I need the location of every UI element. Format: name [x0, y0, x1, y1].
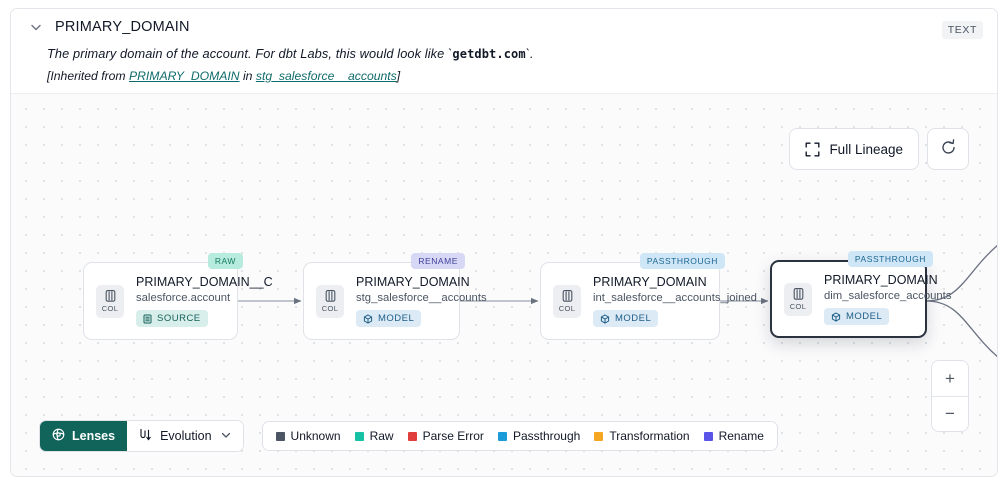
column-description: The primary domain of the account. For d… — [47, 46, 983, 61]
column-icon: COL — [553, 284, 581, 318]
legend-label: Parse Error — [422, 429, 484, 443]
node-kind-label: MODEL — [615, 313, 652, 324]
status-badge: TEXT — [941, 21, 983, 39]
node-kind-label: MODEL — [378, 313, 415, 324]
inherited-from-line: [Inherited from PRIMARY_DOMAIN in stg_sa… — [47, 69, 983, 83]
legend-item-passthrough[interactable]: Passthrough — [497, 429, 581, 443]
node-kind-badge: SOURCE — [136, 310, 208, 327]
column-icon: COL — [96, 284, 124, 318]
lineage-canvas[interactable]: Full Lineage RAW COL PR — [11, 93, 997, 476]
node-body: PRIMARY_DOMAIN__C salesforce.account SOU… — [136, 275, 273, 327]
lineage-legend: Unknown Raw Parse Error Passthrough Tran… — [261, 421, 778, 451]
node-body: PRIMARY_DOMAIN int_salesforce__accounts_… — [593, 275, 757, 327]
header-title-row: PRIMARY_DOMAIN — [29, 19, 983, 35]
zoom-in-button[interactable]: + — [932, 361, 968, 396]
lineage-node-selected[interactable]: PASSTHROUGH COL PRIMARY_DOMAIN dim_sales… — [770, 251, 952, 338]
node-title: PRIMARY_DOMAIN — [356, 275, 470, 289]
refresh-button[interactable] — [927, 128, 969, 170]
legend-swatch — [354, 431, 364, 441]
legend-label: Passthrough — [512, 429, 581, 443]
legend-item-parse-error[interactable]: Parse Error — [407, 429, 484, 443]
lineage-node[interactable]: PASSTHROUGH COL PRIMARY_DOMAIN int_sales… — [540, 253, 757, 340]
legend-label: Rename — [718, 429, 764, 443]
description-prefix: The primary domain of the account. For d… — [47, 46, 453, 61]
inherited-model-link[interactable]: stg_salesforce__accounts — [255, 69, 397, 83]
node-subtitle: salesforce.account — [136, 292, 231, 304]
column-chip-label: COL — [321, 304, 339, 313]
zoom-out-button[interactable]: − — [932, 396, 968, 431]
column-icon: COL — [784, 282, 812, 316]
node-kind-label: MODEL — [846, 311, 883, 322]
description-suffix: `. — [525, 46, 534, 61]
column-chip-label: COL — [558, 304, 576, 313]
evolution-dropdown[interactable]: Evolution — [127, 421, 243, 451]
node-body: PRIMARY_DOMAIN stg_salesforce__accounts … — [356, 275, 487, 327]
evolution-label: Evolution — [160, 429, 212, 443]
legend-item-unknown[interactable]: Unknown — [275, 429, 341, 443]
lenses-button[interactable]: Lenses — [40, 421, 128, 451]
node-title: PRIMARY_DOMAIN__C — [136, 275, 273, 289]
node-title: PRIMARY_DOMAIN — [593, 275, 707, 289]
lineage-toolbar: Full Lineage — [789, 128, 969, 170]
refresh-icon — [940, 139, 957, 159]
column-icon: COL — [316, 284, 344, 318]
zoom-controls: + − — [931, 360, 969, 432]
card-header: PRIMARY_DOMAIN TEXT The primary domain o… — [11, 9, 997, 92]
node-kind-badge: MODEL — [593, 310, 659, 327]
node-title: PRIMARY_DOMAIN — [824, 273, 938, 287]
node-tag-badge: RAW — [207, 253, 243, 269]
lenses-label: Lenses — [72, 429, 116, 443]
node-tag-badge: RENAME — [411, 253, 465, 269]
legend-item-transformation[interactable]: Transformation — [594, 429, 690, 443]
canvas-bottom-bar: Lenses Evolution Unknown — [39, 420, 778, 452]
node-kind-badge: MODEL — [824, 308, 890, 325]
expand-icon — [805, 142, 820, 157]
lens-icon — [52, 428, 65, 444]
lineage-node[interactable]: RENAME COL PRIMARY_DOMAIN stg_salesforce… — [303, 253, 487, 340]
legend-swatch — [703, 431, 713, 441]
node-subtitle: dim_salesforce_accounts — [824, 290, 952, 302]
legend-item-rename[interactable]: Rename — [703, 429, 764, 443]
lenses-segmented-control: Lenses Evolution — [39, 420, 244, 452]
legend-swatch — [497, 431, 507, 441]
chevron-down-icon — [220, 429, 232, 444]
inherited-column-link[interactable]: PRIMARY_DOMAIN — [128, 69, 240, 83]
inherited-prefix: [Inherited from — [47, 69, 129, 83]
full-lineage-label: Full Lineage — [829, 141, 903, 157]
full-lineage-button[interactable]: Full Lineage — [789, 128, 919, 170]
page-title: PRIMARY_DOMAIN — [55, 19, 190, 35]
inherited-mid: in — [239, 69, 256, 83]
legend-label: Raw — [369, 429, 394, 443]
lineage-node[interactable]: RAW COL PRIMARY_DOMAIN__C salesforce.acc… — [83, 253, 273, 340]
column-chip-label: COL — [101, 304, 119, 313]
legend-swatch — [275, 431, 285, 441]
node-kind-label: SOURCE — [157, 313, 201, 324]
node-kind-badge: MODEL — [356, 310, 422, 327]
legend-item-raw[interactable]: Raw — [354, 429, 394, 443]
column-detail-card: PRIMARY_DOMAIN TEXT The primary domain o… — [10, 8, 998, 477]
column-chip-label: COL — [789, 302, 807, 311]
description-code: getdbt.com — [452, 47, 526, 61]
node-subtitle: stg_salesforce__accounts — [356, 292, 487, 304]
legend-swatch — [407, 431, 417, 441]
evolution-icon — [138, 428, 152, 445]
legend-label: Transformation — [609, 429, 690, 443]
node-tag-badge: PASSTHROUGH — [847, 251, 933, 267]
node-subtitle: int_salesforce__accounts_joined — [593, 292, 757, 304]
legend-swatch — [594, 431, 604, 441]
node-tag-badge: PASSTHROUGH — [639, 253, 725, 269]
chevron-down-icon[interactable] — [29, 20, 43, 34]
node-body: PRIMARY_DOMAIN dim_salesforce_accounts M… — [824, 273, 952, 325]
inherited-close: ] — [396, 69, 401, 83]
legend-label: Unknown — [290, 429, 341, 443]
